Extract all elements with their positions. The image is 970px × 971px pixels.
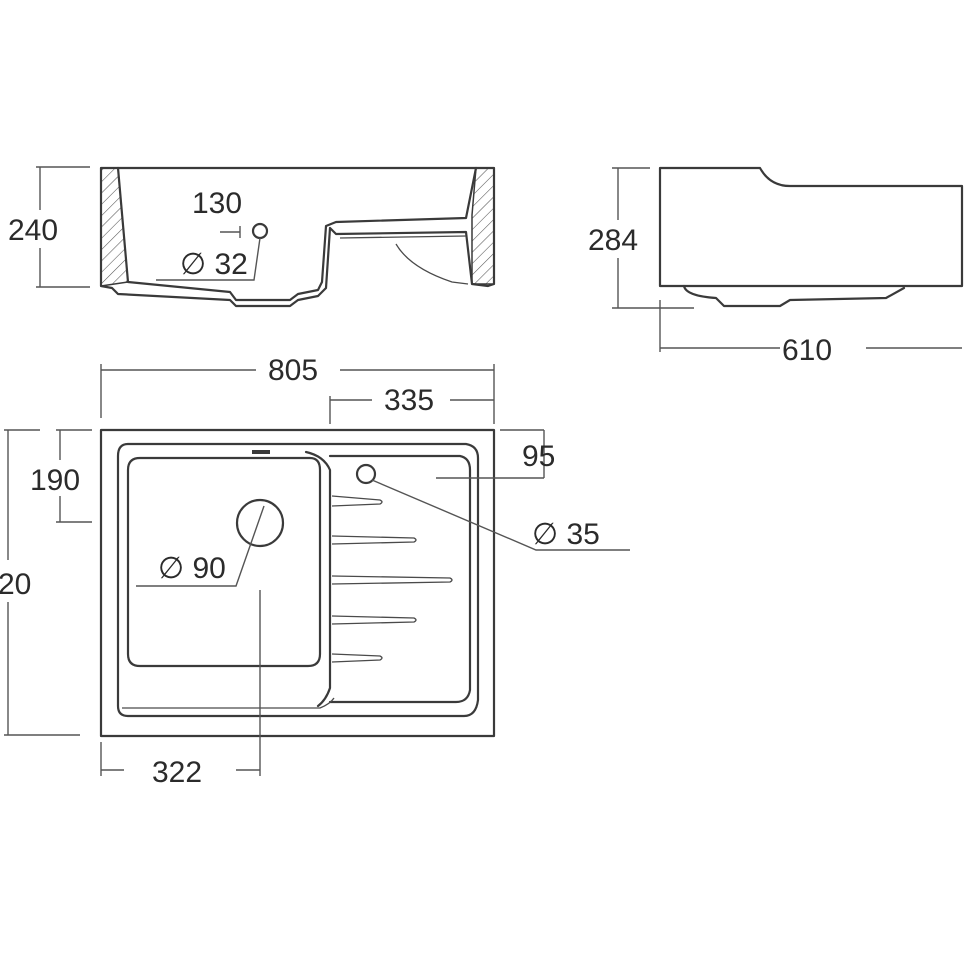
drainboard-curve xyxy=(339,235,469,285)
rib-4 xyxy=(331,615,417,625)
bowl-outline xyxy=(126,456,322,668)
side-view: 284 610 xyxy=(588,166,964,367)
hole-leader xyxy=(156,237,261,281)
divider-ridge xyxy=(304,450,332,708)
front-lip-line xyxy=(122,697,335,709)
side-height-284-label: 284 xyxy=(588,224,638,257)
drainboard-outline xyxy=(328,454,472,704)
sink-outer-rim xyxy=(99,428,496,738)
overflow-hole-icon xyxy=(251,222,269,240)
rib-5 xyxy=(331,653,383,663)
bowl-inner-line xyxy=(116,166,478,302)
rib-3 xyxy=(331,575,453,585)
drain-hole-leader xyxy=(136,505,265,587)
front-section-view: 240 130 ∅ 32 xyxy=(8,166,496,308)
height-240-label: 240 xyxy=(8,214,58,247)
side-body-outline xyxy=(658,166,964,288)
right-wall-hatch xyxy=(471,167,495,285)
drainboard-ribs xyxy=(331,495,453,663)
hole-diameter-32-label: ∅ 32 xyxy=(180,248,248,281)
overall-depth-20-label: 20 xyxy=(0,568,31,601)
side-underside xyxy=(682,284,906,308)
tap-hole-leader xyxy=(371,479,630,551)
bowl-offset-190-label: 190 xyxy=(30,464,80,497)
tap-hole-icon xyxy=(355,463,377,485)
sink-inner-rim xyxy=(116,442,480,718)
rib-2 xyxy=(331,535,417,545)
side-depth-610-label: 610 xyxy=(782,334,832,367)
section-outline xyxy=(99,166,496,308)
overall-width-805-label: 805 xyxy=(268,354,318,387)
rib-1 xyxy=(331,495,383,507)
drain-position-322-label: 322 xyxy=(152,756,202,789)
tap-hole-diameter-35-label: ∅ 35 xyxy=(532,518,600,551)
drain-hole-icon xyxy=(235,498,285,548)
drainboard-width-335-label: 335 xyxy=(384,384,434,417)
hole-offset-130-label: 130 xyxy=(192,187,242,220)
top-view: 805 335 190 20 95 ∅ 35 ∅ 90 32 xyxy=(0,354,630,789)
tap-hole-offset-95-label: 95 xyxy=(522,440,555,473)
drain-diameter-90-label: ∅ 90 xyxy=(158,552,226,585)
